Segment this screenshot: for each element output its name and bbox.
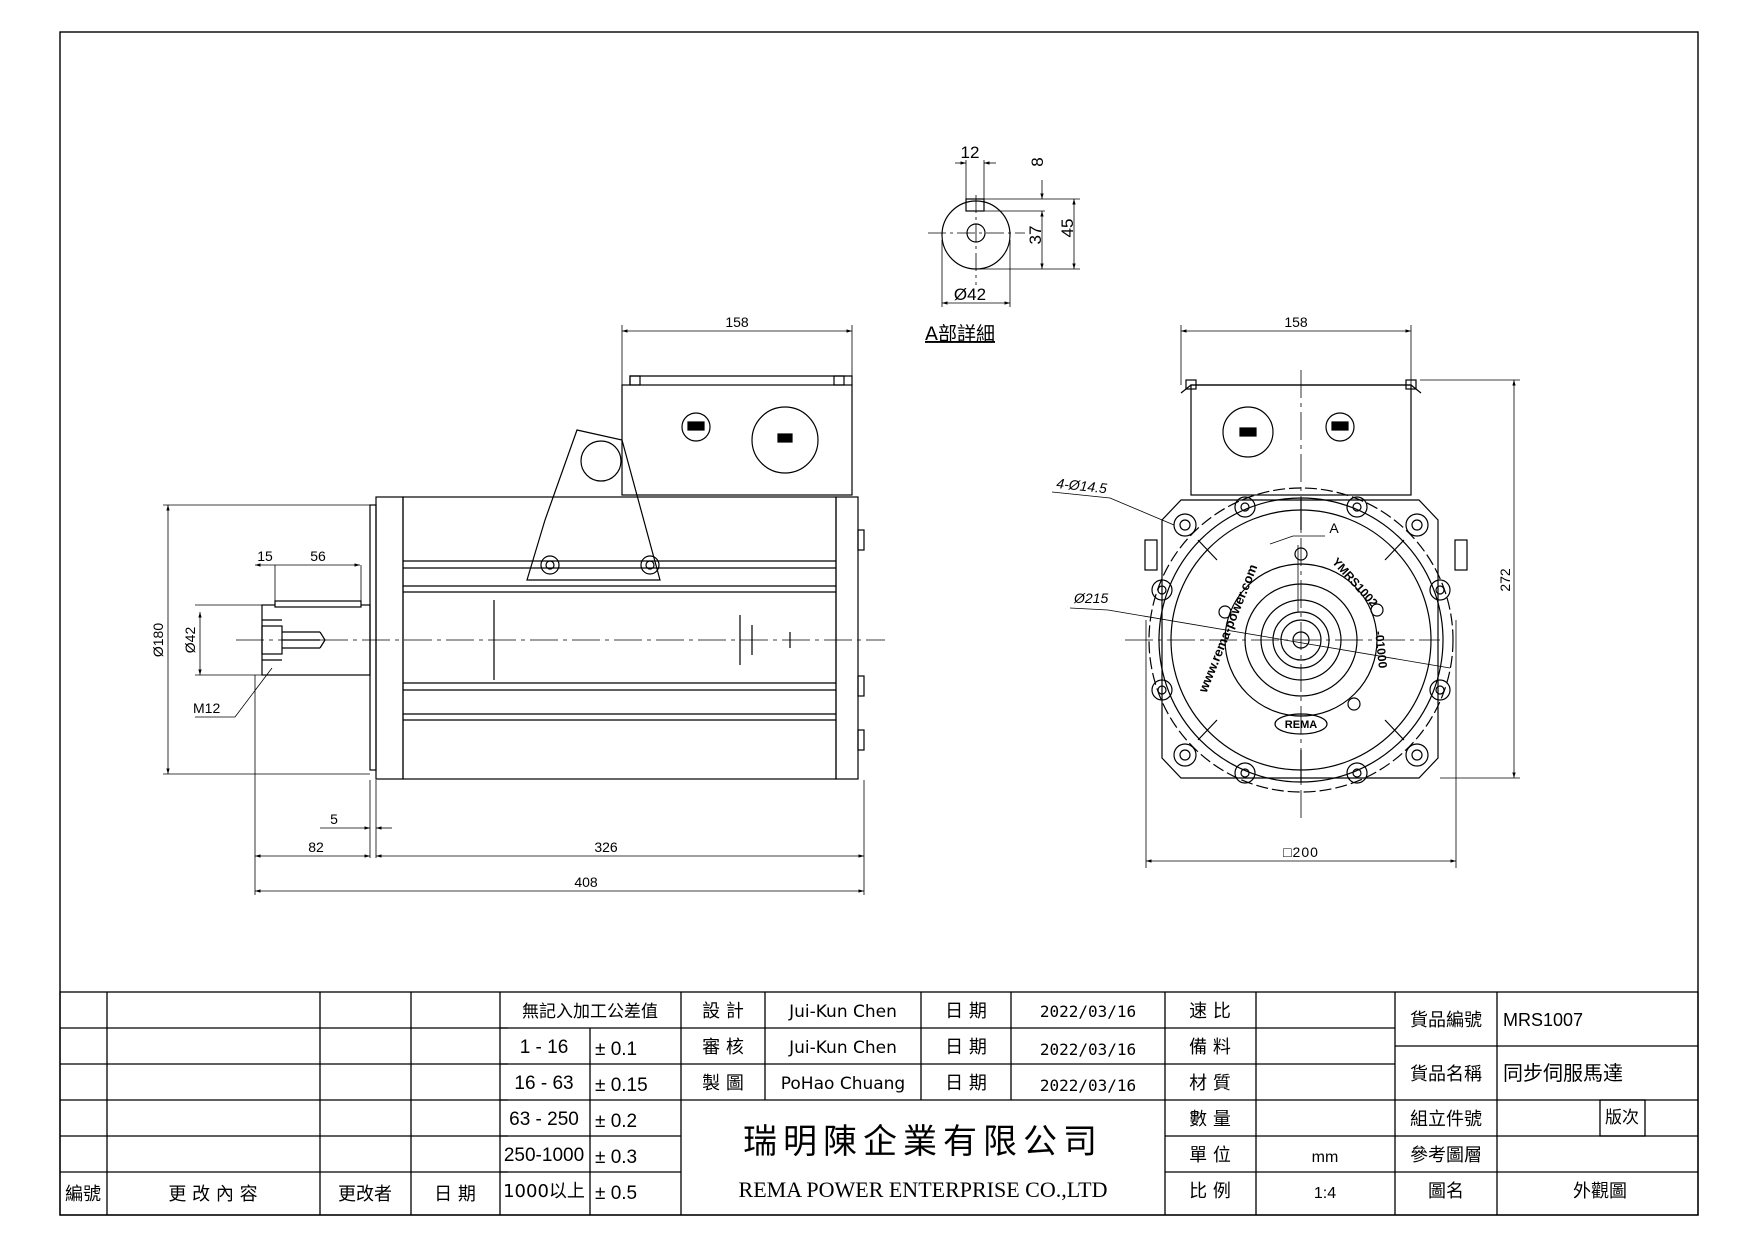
tol-range-4: 250-1000: [504, 1145, 584, 1166]
dim-shaft-length: 82: [308, 839, 324, 855]
rev-number-header: 編號: [65, 1184, 101, 1205]
title-block-texts: 編號 更 改 內 容 更改者 日 期 無記入加工公差值 1 - 16 ± 0.1…: [65, 1001, 1639, 1205]
part-name: 同步伺服馬達: [1503, 1061, 1623, 1085]
side-view: [236, 375, 885, 780]
spec-ratio-label: 速 比: [1189, 1001, 1231, 1022]
version-label: 版次: [1605, 1108, 1639, 1128]
spec-unit-value: mm: [1312, 1149, 1339, 1166]
title-block: [59, 991, 1699, 1216]
role-review: 審 核: [702, 1037, 744, 1058]
front-face-text: www.rema-power.com YMRS1002 -01000 REMA: [1195, 555, 1390, 731]
spec-scale-value: 1:4: [1314, 1185, 1336, 1202]
dim-square: □200: [1283, 844, 1319, 860]
role-design: 設 計: [702, 1001, 744, 1022]
date-label-design: 日 期: [945, 1001, 987, 1022]
name-drafting: PoHao Chuang: [781, 1074, 905, 1094]
dim-flange-thickness: 5: [330, 811, 338, 827]
rev-changer-header: 更改者: [338, 1184, 392, 1205]
tol-range-5: 1000以上: [503, 1181, 585, 1202]
company-name-en: REMA POWER ENTERPRISE CO.,LTD: [739, 1177, 1108, 1202]
tol-value-3: ± 0.2: [595, 1111, 637, 1132]
dim-detail-key-width: 12: [961, 143, 980, 162]
dim-detail-total-height: 45: [1058, 219, 1077, 238]
date-drafting: 2022/03/16: [1040, 1076, 1136, 1095]
tol-value-5: ± 0.5: [595, 1183, 637, 1204]
tol-value-2: ± 0.15: [595, 1075, 648, 1096]
rema-logo: REMA: [1285, 719, 1317, 731]
tol-range-3: 63 - 250: [509, 1109, 579, 1130]
date-label-drafting: 日 期: [945, 1073, 987, 1094]
date-review: 2022/03/16: [1040, 1040, 1136, 1059]
dim-key-length: 56: [310, 548, 326, 564]
drawing-name: 外觀圖: [1573, 1181, 1627, 1202]
dimension-texts: 158 15 56 Ø180 Ø42 M12 5 82 326 408 158 …: [150, 143, 1513, 890]
dim-detail-key-depth: 8: [1028, 157, 1047, 166]
label-thread: M12: [193, 700, 220, 716]
face-code-text: -01000: [1372, 630, 1390, 669]
dim-key-offset: 15: [257, 548, 273, 564]
detail-a-view: [928, 195, 1025, 285]
label-detail-marker: A: [1329, 520, 1339, 536]
dim-height: 272: [1497, 568, 1513, 592]
tol-range-1: 1 - 16: [520, 1037, 569, 1058]
front-view: [1125, 370, 1468, 820]
dim-total-length: 408: [574, 874, 598, 890]
spec-material-label: 材 質: [1189, 1073, 1231, 1094]
tol-range-2: 16 - 63: [514, 1073, 573, 1094]
name-design: Jui-Kun Chen: [788, 1002, 897, 1022]
company-name-cn: 瑞明陳企業有限公司: [743, 1122, 1103, 1162]
spec-quantity-label: 數 量: [1189, 1109, 1231, 1130]
name-review: Jui-Kun Chen: [788, 1038, 897, 1058]
assembly-label: 組立件號: [1410, 1109, 1482, 1130]
tol-value-1: ± 0.1: [595, 1039, 637, 1060]
label-pcd: Ø215: [1073, 590, 1108, 606]
spec-scale-label: 比 例: [1189, 1181, 1231, 1202]
role-drafting: 製 圖: [702, 1073, 744, 1094]
reference-label: 參考圖層: [1410, 1145, 1482, 1166]
date-label-review: 日 期: [945, 1037, 987, 1058]
part-name-label: 貨品名稱: [1410, 1064, 1482, 1085]
spec-material-prep-label: 備 料: [1189, 1037, 1231, 1058]
dim-flange-dia: Ø180: [150, 623, 166, 657]
dim-shaft-dia: Ø42: [182, 627, 198, 654]
detail-title: A部詳細: [925, 323, 995, 345]
dimension-lines: [163, 160, 1520, 895]
part-number: MRS1007: [1503, 1010, 1583, 1030]
tolerance-header: 無記入加工公差值: [522, 1002, 658, 1022]
label-mounting-holes: 4-Ø14.5: [1056, 475, 1108, 496]
date-design: 2022/03/16: [1040, 1002, 1136, 1021]
tol-value-4: ± 0.3: [595, 1147, 637, 1168]
dim-detail-shaft-key: 37: [1026, 226, 1045, 245]
spec-unit-label: 單 位: [1189, 1145, 1231, 1166]
dim-body-length: 326: [594, 839, 618, 855]
rev-date-header: 日 期: [434, 1184, 476, 1205]
dim-side-terminal-width: 158: [725, 314, 749, 330]
face-model-text: YMRS1002: [1329, 555, 1381, 610]
dim-detail-shaft-dia: Ø42: [954, 285, 986, 304]
rev-content-header: 更 改 內 容: [168, 1184, 257, 1205]
part-number-label: 貨品編號: [1410, 1010, 1482, 1031]
face-website-text: www.rema-power.com: [1195, 562, 1261, 695]
face-bolts: [1151, 496, 1451, 784]
drawing-name-label: 圖名: [1428, 1181, 1464, 1202]
dim-front-terminal-width: 158: [1284, 314, 1308, 330]
